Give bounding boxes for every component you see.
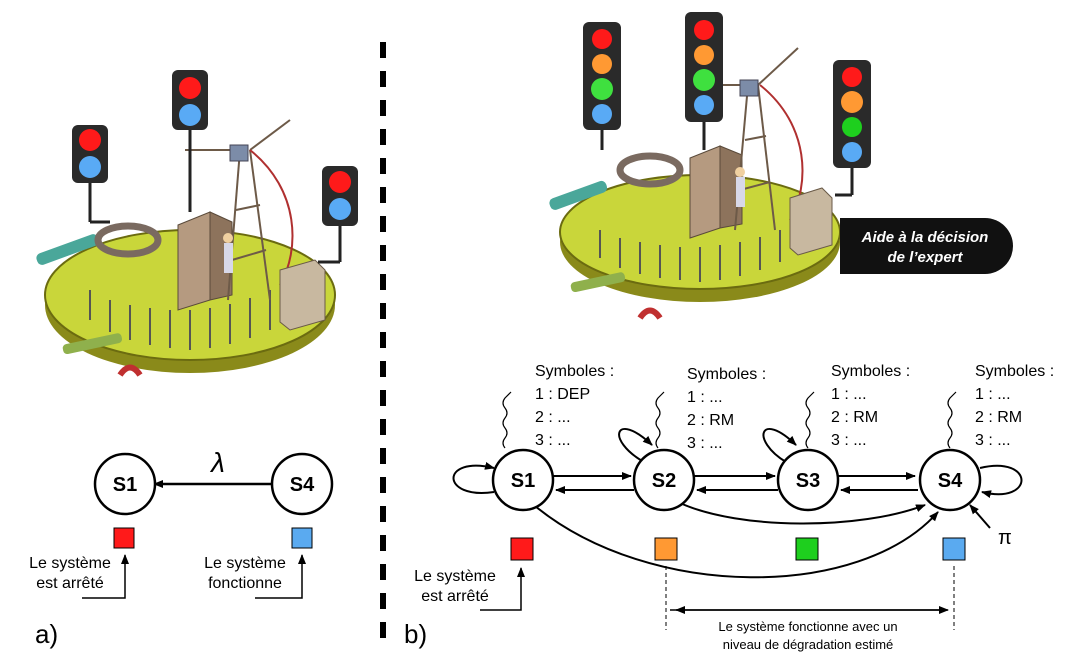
symbol-line-2: 2 : RM — [831, 409, 878, 426]
plant-illustration-b — [549, 47, 841, 320]
self-loop-s2 — [618, 427, 653, 463]
pi-arrow — [969, 504, 991, 529]
note-stopped-b-line2: est arrêté — [421, 588, 489, 605]
symbols-block-s4: Symboles : 1 : ... 2 : RM 3 : ... — [975, 363, 1054, 449]
symbol-line-2: 2 : RM — [975, 409, 1022, 426]
state-s3 — [776, 448, 840, 512]
state-s4-label: S4 — [290, 474, 315, 496]
symbol-line-3: 3 : ... — [831, 432, 867, 449]
edge-s1-s4 — [534, 505, 939, 579]
panel-b-label: b) — [404, 619, 427, 649]
badge-line2: de l’expert — [887, 249, 963, 266]
pi-label: π — [998, 527, 1012, 549]
light-blue-icon — [179, 104, 201, 126]
light-green-icon — [842, 117, 862, 137]
traffic-light-b-left — [583, 22, 621, 150]
light-orange-icon — [694, 45, 714, 65]
light-blue-icon — [329, 198, 351, 220]
note-stopped-b-line1: Le système — [414, 568, 496, 585]
light-red-icon — [842, 67, 862, 87]
badge-line1: Aide à la décision — [861, 229, 989, 246]
state-diagram-a: λ S1 S4 Le système est arrêté Le système… — [29, 447, 334, 649]
panel-a-label: a) — [35, 619, 58, 649]
traffic-light-a-center — [172, 70, 208, 212]
note-stopped-a-line2: est arrêté — [36, 575, 104, 592]
self-loop-s4 — [979, 465, 1023, 499]
emission-arrow — [502, 391, 512, 449]
note-stopped-a-line1: Le système — [29, 555, 111, 572]
traffic-light-a-left — [72, 125, 110, 224]
state-s2-label: S2 — [652, 470, 676, 492]
symbols-title: Symboles : — [975, 363, 1054, 380]
plant-illustration-a — [36, 119, 336, 377]
light-blue-icon — [694, 95, 714, 115]
state-s4-label: S4 — [938, 470, 963, 492]
symbol-line-3: 3 : ... — [535, 432, 571, 449]
note-degraded-line2: niveau de dégradation estimé — [723, 637, 894, 652]
color-square-red — [113, 527, 135, 549]
state-s1-label: S1 — [511, 470, 535, 492]
color-square-red — [510, 537, 534, 561]
light-green-icon — [591, 78, 613, 100]
symbols-block-s3: Symboles : 1 : ... 2 : RM 3 : ... — [831, 363, 910, 449]
light-blue-icon — [592, 104, 612, 124]
note-degraded-line1: Le système fonctionne avec un — [718, 619, 897, 634]
light-red-icon — [694, 20, 714, 40]
emission-arrow — [805, 391, 815, 449]
expert-decision-badge: Aide à la décision de l’expert — [840, 218, 1013, 274]
emission-arrow — [655, 391, 665, 449]
symbols-title: Symboles : — [687, 366, 766, 383]
light-orange-icon — [592, 54, 612, 74]
color-square-orange — [654, 537, 678, 561]
state-s4 — [270, 452, 334, 516]
light-orange-icon — [841, 91, 863, 113]
state-s1-label: S1 — [113, 474, 137, 496]
state-s1 — [93, 452, 157, 516]
color-square-blue — [942, 537, 966, 561]
light-red-icon — [592, 29, 612, 49]
symbols-title: Symboles : — [535, 363, 614, 380]
lambda-label: λ — [209, 447, 225, 478]
note-running-a-line2: fonctionne — [208, 575, 282, 592]
state-diagram-b: Symboles : 1 : DEP 2 : ... 3 : ... Symbo… — [404, 363, 1054, 652]
light-red-icon — [329, 171, 351, 193]
traffic-light-b-center — [685, 12, 723, 150]
self-loop-s3 — [762, 427, 797, 463]
symbols-block-s2: Symboles : 1 : ... 2 : RM 3 : ... — [687, 366, 766, 452]
symbol-line-2: 2 : ... — [535, 409, 571, 426]
color-square-blue — [291, 527, 313, 549]
state-s4 — [918, 448, 982, 512]
emission-arrow — [947, 391, 957, 449]
edge-s2-s4 — [679, 502, 926, 525]
light-red-icon — [79, 129, 101, 151]
light-red-icon — [179, 77, 201, 99]
light-green-icon — [693, 69, 715, 91]
state-s3-label: S3 — [796, 470, 820, 492]
symbol-line-1: 1 : ... — [687, 389, 723, 406]
color-square-green — [795, 537, 819, 561]
traffic-light-a-right — [318, 166, 358, 264]
symbol-line-3: 3 : ... — [687, 435, 723, 452]
symbol-line-1: 1 : ... — [831, 386, 867, 403]
state-s1 — [491, 448, 555, 512]
note-running-a-line1: Le système — [204, 555, 286, 572]
light-blue-icon — [79, 156, 101, 178]
symbols-title: Symboles : — [831, 363, 910, 380]
self-loop-s1 — [452, 462, 495, 494]
symbol-line-3: 3 : ... — [975, 432, 1011, 449]
symbol-line-2: 2 : RM — [687, 412, 734, 429]
traffic-light-b-right — [833, 60, 871, 197]
symbol-line-1: 1 : DEP — [535, 386, 590, 403]
state-s2 — [632, 448, 696, 512]
symbol-line-1: 1 : ... — [975, 386, 1011, 403]
light-blue-icon — [842, 142, 862, 162]
symbols-block-s1: Symboles : 1 : DEP 2 : ... 3 : ... — [535, 363, 614, 449]
